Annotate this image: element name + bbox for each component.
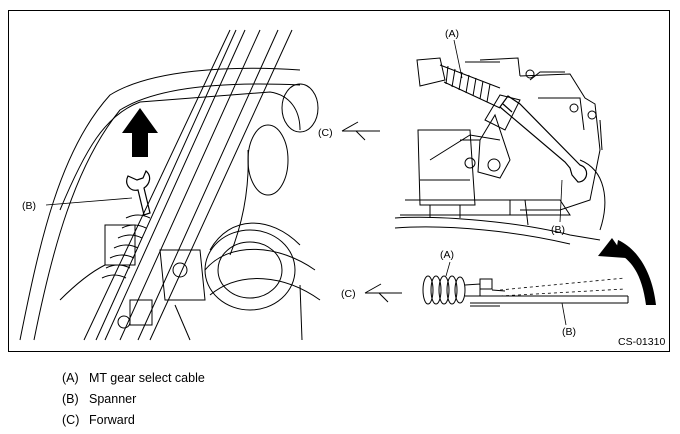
- spanner-left: [126, 170, 151, 216]
- spanner-right: [499, 95, 588, 183]
- legend-item-a: (A) MT gear select cable: [62, 368, 205, 389]
- right-bottom-illustration: [422, 275, 629, 307]
- up-arrow: [122, 108, 158, 157]
- callout-b-right: (B): [551, 224, 565, 236]
- callout-leader-b-left: [45, 197, 133, 206]
- figure-frame: [8, 10, 670, 352]
- forward-arrow-bottom: [364, 283, 402, 303]
- rotation-arrow: [598, 238, 656, 305]
- callout-c-top: (C): [318, 127, 333, 139]
- legend-text: MT gear select cable: [89, 371, 205, 385]
- callout-a-bottom: (A): [440, 249, 454, 261]
- callout-leader-a-top: [453, 39, 463, 79]
- left-illustration: [19, 29, 321, 341]
- forward-arrow-top: [341, 121, 380, 141]
- legend: (A) MT gear select cable (B) Spanner (C)…: [62, 368, 205, 431]
- legend-text: Forward: [89, 413, 135, 427]
- legend-key: (A): [62, 371, 79, 385]
- right-top-illustration: [394, 57, 606, 245]
- callout-b-bottom: (B): [562, 326, 576, 338]
- legend-key: (B): [62, 392, 79, 406]
- legend-item-c: (C) Forward: [62, 410, 205, 431]
- legend-item-b: (B) Spanner: [62, 389, 205, 410]
- callout-leader-a-bottom: [445, 261, 451, 277]
- callout-b-left: (B): [22, 200, 36, 212]
- callout-c-bottom: (C): [341, 288, 356, 300]
- legend-text: Spanner: [89, 392, 137, 406]
- callout-leader-b-right: [559, 179, 563, 223]
- callout-a-top: (A): [445, 28, 459, 40]
- legend-key: (C): [62, 413, 80, 427]
- callout-leader-b-bottom: [561, 302, 567, 326]
- spanner-motion-lines: [499, 277, 626, 297]
- figure-code: CS-01310: [618, 336, 665, 348]
